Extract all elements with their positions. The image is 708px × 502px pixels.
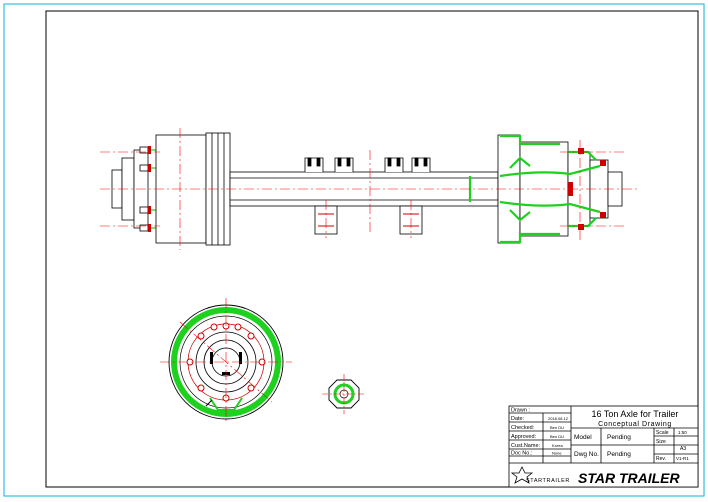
drawing-subtitle: Conceptual Drawing [598, 421, 672, 428]
left-hub-bolts [148, 146, 151, 232]
rev-value: V1-R1 [676, 456, 689, 461]
doc-no-label: Doc No.: [511, 451, 533, 457]
doc-no-value: None [552, 451, 562, 456]
scale-label: Scale [656, 430, 669, 436]
cust-name-label: Cust.Name: [511, 443, 541, 449]
approved-label: Approved: [511, 434, 537, 440]
date-label: Date: [511, 416, 525, 422]
centerlines [100, 128, 640, 250]
dwg-no-value: Pending [607, 451, 631, 458]
checked-value: Ben DU [550, 425, 564, 430]
size-label: Size [656, 439, 666, 445]
logo-small-text: STARTRAILER [526, 478, 570, 484]
cust-name-value: Korea [552, 443, 563, 448]
model-value: Pending [607, 434, 631, 441]
date-value: 2018.08.12 [548, 416, 569, 421]
outer-frame [3, 3, 705, 497]
drum-end-view [160, 298, 292, 424]
drawn-label: Drawn : [511, 408, 530, 414]
title-block [508, 405, 699, 488]
drawing-title: 16 Ton Axle for Trailer [592, 409, 679, 419]
inner-border [45, 10, 699, 488]
approved-value: Ben DU [550, 434, 564, 439]
title-block-text: Drawn : Date: 2018.08.12 Checked: Ben DU… [510, 408, 689, 486]
hub-nut-detail [322, 374, 366, 414]
model-label: Model [574, 434, 592, 441]
checked-label: Checked: [511, 425, 535, 431]
star-logo-icon [510, 466, 534, 484]
rev-label: Rev. [656, 456, 666, 462]
dwg-no-label: Dwg No. [574, 451, 599, 458]
size-value: A3 [680, 446, 686, 452]
scale-value: 1:50 [678, 430, 687, 435]
logo-big-text: STAR TRAILER [578, 470, 681, 486]
